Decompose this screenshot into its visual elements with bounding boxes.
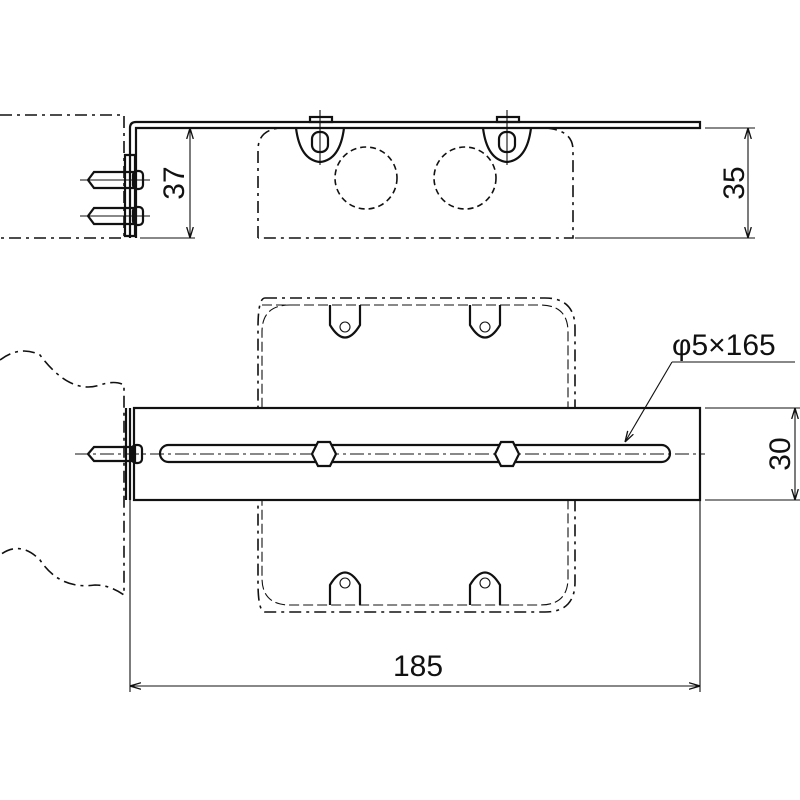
dimension-185: 185	[129, 500, 701, 692]
wall-outline-side	[0, 114, 125, 239]
box-outline-side	[257, 127, 574, 239]
slot-label: φ5×165	[672, 329, 776, 362]
plan-view: φ5×165 30 185	[0, 297, 800, 692]
box-ears	[328, 305, 502, 605]
side-view: 37 35	[0, 110, 755, 239]
knockout-1	[334, 146, 398, 210]
anchor-bolts-side	[80, 153, 150, 238]
dim-185-label: 185	[393, 650, 443, 683]
dimension-slot: φ5×165	[625, 329, 795, 442]
dimension-35: 35	[575, 127, 755, 239]
wall-outline-plan	[0, 350, 125, 597]
knockout-2	[433, 146, 497, 210]
dim-30-label: 30	[764, 437, 797, 470]
dim-37-label: 37	[158, 166, 191, 199]
box-outline-plan	[257, 297, 576, 613]
dimension-30: 30	[705, 407, 800, 501]
screw-side-1	[294, 110, 346, 165]
hex-nut-2	[493, 440, 521, 468]
anchor-bolt-plan	[86, 445, 137, 463]
bracket-side	[128, 120, 702, 238]
dim-35-label: 35	[718, 166, 751, 199]
screw-side-2	[481, 110, 533, 165]
dimension-37: 37	[140, 128, 195, 239]
hex-nut-1	[310, 440, 338, 468]
